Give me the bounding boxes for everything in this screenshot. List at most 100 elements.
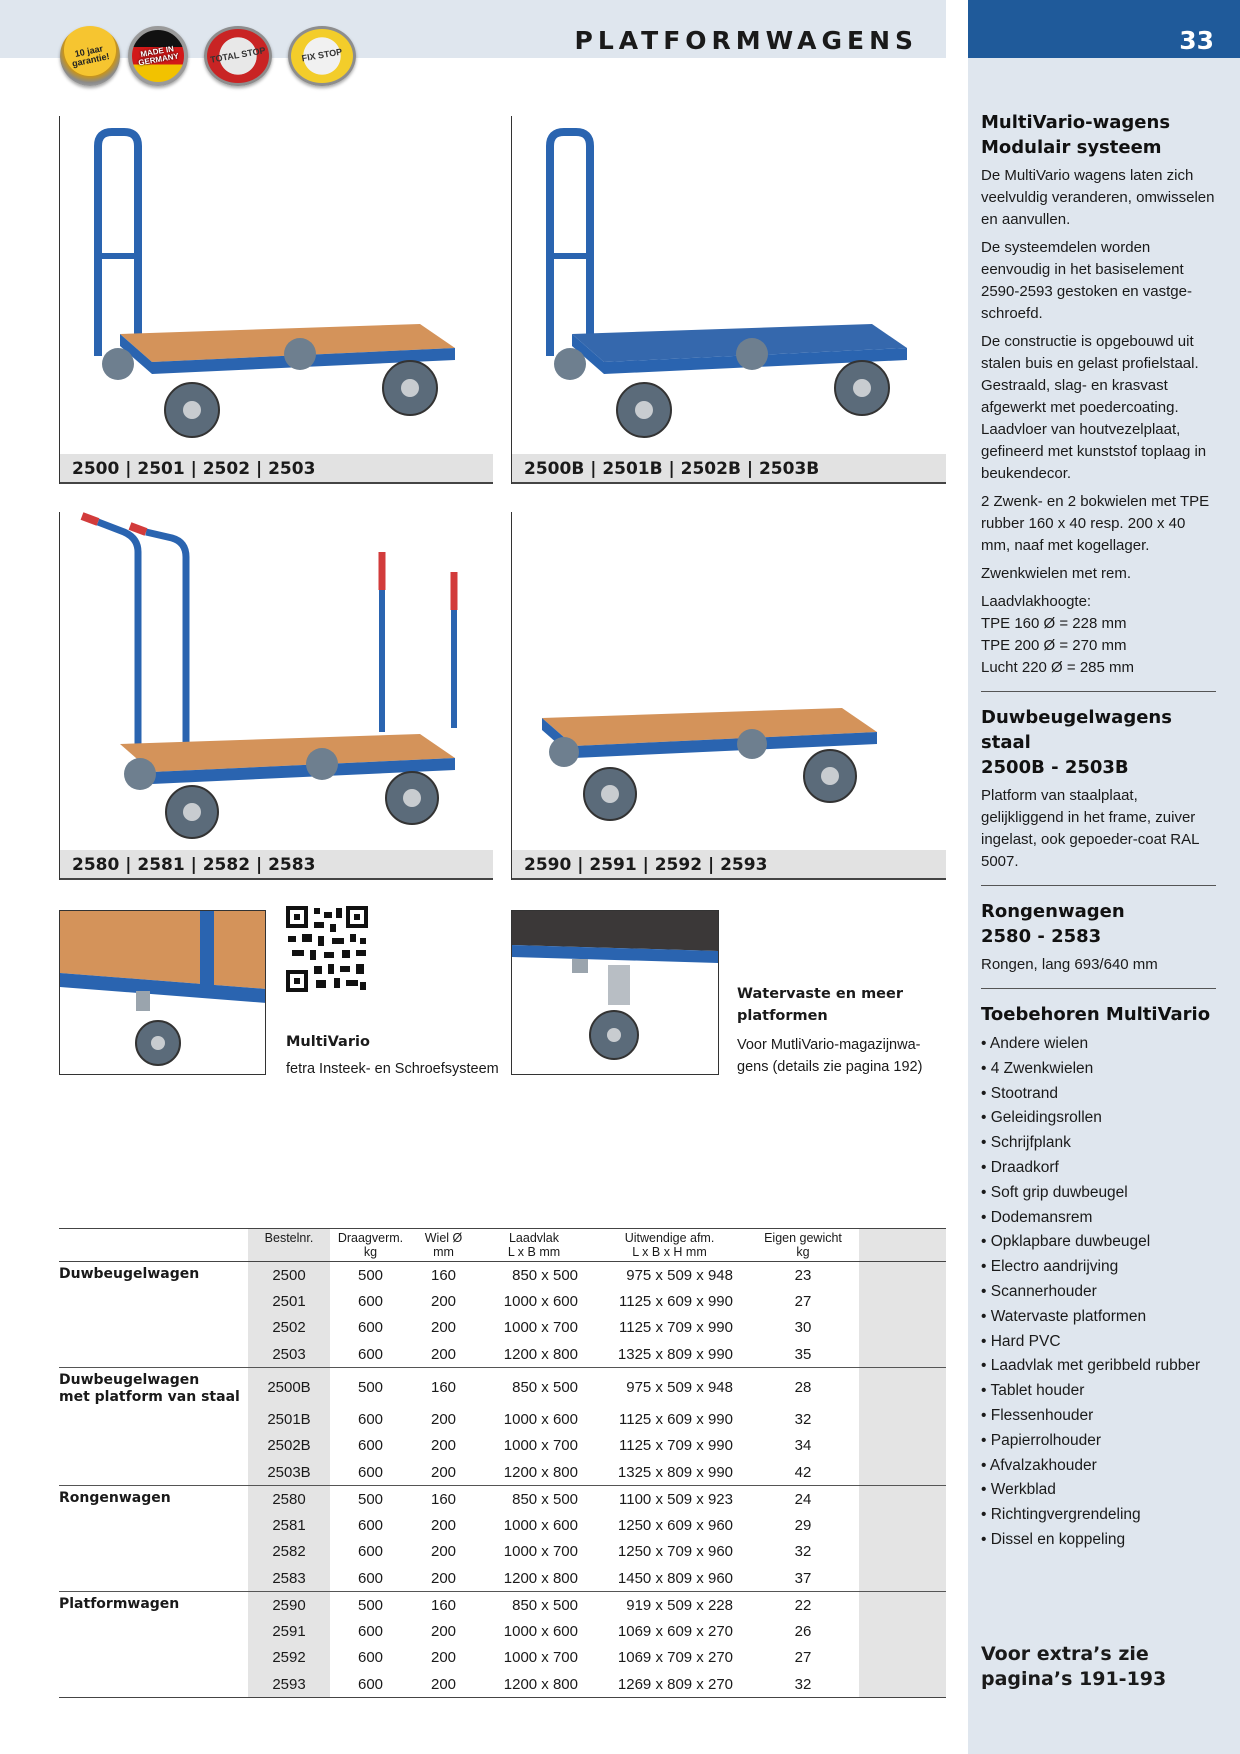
table-cell: 850 x 500 [476, 1591, 592, 1618]
table-cell: 850 x 500 [512, 1266, 578, 1284]
table-cell: 29 [794, 1516, 812, 1534]
table-cell: 200 [430, 1622, 457, 1640]
page-number: 33 [1179, 26, 1214, 55]
detail-image-watervast-platform [511, 910, 719, 1075]
table-cell: 42 [794, 1463, 812, 1481]
product-image-2580 [60, 512, 493, 850]
table-cell: 1200 x 800 [503, 1463, 578, 1481]
product-image-2500b [512, 116, 946, 454]
group-label [59, 1406, 248, 1433]
fix-stop-badge: FIX STOP [288, 26, 356, 86]
table-cell: 600 [357, 1319, 384, 1337]
table-cell: 600 [357, 1437, 384, 1455]
watervast-text-2: gens (details zie pagina 192) [737, 1059, 923, 1075]
sidebar-paragraph: Platform van staalplaat, gelijkliggend i… [981, 787, 1199, 870]
table-cell: 2583 [248, 1565, 330, 1592]
table-cell: 1000 x 700 [503, 1649, 578, 1667]
table-cell: 30 [794, 1319, 812, 1337]
group-label [59, 1618, 248, 1645]
table-cell: 2501B [248, 1406, 330, 1433]
table-cell: 1069 x 609 x 270 [617, 1622, 733, 1640]
table-cell: 23 [794, 1266, 812, 1284]
product-frame-2580: 2580 | 2581 | 2582 | 2583 [59, 512, 493, 880]
watervast-title-1: Watervaste en meer [737, 986, 903, 1002]
table-cell: 850 x 500 [476, 1485, 592, 1512]
group-label [59, 1565, 248, 1592]
group-label: Duwbeugelwagen [59, 1266, 200, 1282]
accessory-item: Scannerhouder [981, 1280, 1216, 1305]
table-cell: 34 [794, 1437, 812, 1455]
table-cell: 600 [357, 1345, 384, 1363]
accessory-item: Papierrolhouder [981, 1429, 1216, 1454]
table-cell: 32 [794, 1543, 812, 1561]
table-cell: 919 x 509 x 228 [592, 1591, 747, 1618]
table-cell: 600 [330, 1671, 411, 1698]
sidebar-paragraph: Rongen, lang 693/640 mm [981, 956, 1158, 973]
group-label [59, 1645, 248, 1672]
table-cell: 1325 x 809 x 990 [617, 1463, 733, 1481]
accessory-item: Hard PVC [981, 1330, 1216, 1355]
page-number-box: 33 [968, 0, 1240, 58]
accessory-item: Schrijfplank [981, 1131, 1216, 1156]
product-frame-2590: 2590 | 2591 | 2592 | 2593 [511, 512, 946, 880]
table-cell: 2503B [248, 1459, 330, 1486]
sidebar-laadvlakhoogte: Laadvlakhoogte: TPE 160 Ø = 228 mm TPE 2… [981, 593, 1135, 676]
table-cell: 1269 x 809 x 270 [592, 1671, 747, 1698]
accessory-item: Tablet houder [981, 1379, 1216, 1404]
table-cell: 1000 x 700 [503, 1543, 578, 1561]
table-cell: 160 [411, 1367, 476, 1406]
detail-image-wood-corner [59, 910, 266, 1075]
accessory-item: Flessenhouder [981, 1404, 1216, 1429]
sidebar: MultiVario-wagens Modulair systeem De Mu… [968, 58, 1240, 1754]
accessory-item: Andere wielen [981, 1032, 1216, 1057]
table-cell: 1000 x 600 [503, 1622, 578, 1640]
table-cell: 200 [411, 1671, 476, 1698]
sidebar-paragraph: Zwenkwielen met rem. [981, 565, 1132, 582]
product-frame-2500b: 2500B | 2501B | 2502B | 2503B [511, 116, 946, 484]
watervast-text-1: Voor MutliVario-magazijnwa- [737, 1037, 921, 1053]
group-label: Platformwagen [59, 1591, 248, 1618]
table-cell: 2503 [248, 1341, 330, 1368]
table-cell: 200 [430, 1569, 457, 1587]
accessory-list: Andere wielen4 ZwenkwielenStootrandGelei… [981, 1032, 1216, 1553]
table-cell: 1250 x 609 x 960 [617, 1516, 733, 1534]
table-cell: 1000 x 600 [503, 1516, 578, 1534]
multivario-text: fetra Insteek- en Schroefsysteem [286, 1061, 499, 1077]
table-cell: 2502 [248, 1314, 330, 1341]
table-cell: 1000 x 600 [503, 1410, 578, 1428]
table-cell: 1000 x 700 [503, 1437, 578, 1455]
table-cell: 2582 [248, 1538, 330, 1565]
group-label [59, 1539, 248, 1566]
accessory-item: Soft grip duwbeugel [981, 1181, 1216, 1206]
table-cell: 27 [794, 1649, 812, 1667]
col-header-uitwendige: Uitwendige afm.L x B x H mm [592, 1228, 747, 1262]
table-cell: 2590 [248, 1591, 330, 1618]
multivario-title: MultiVario [286, 1034, 370, 1050]
qr-code[interactable] [286, 906, 368, 992]
table-cell: 2501 [248, 1288, 330, 1315]
table-cell: 28 [747, 1367, 859, 1406]
table-cell: 1200 x 800 [503, 1569, 578, 1587]
sidebar-footer-note: Voor extra’s zie pagina’s 191-193 [981, 1643, 1167, 1690]
table-cell: 2500B [248, 1367, 330, 1406]
table-cell: 975 x 509 x 948 [592, 1367, 747, 1406]
accessory-item: Richtingvergrendeling [981, 1503, 1216, 1528]
table-cell: 1000 x 600 [503, 1292, 578, 1310]
table-cell: 200 [430, 1516, 457, 1534]
product-caption-2500b: 2500B | 2501B | 2502B | 2503B [512, 454, 946, 484]
table-cell: 1125 x 709 x 990 [619, 1437, 733, 1455]
table-cell: 26 [794, 1622, 812, 1640]
